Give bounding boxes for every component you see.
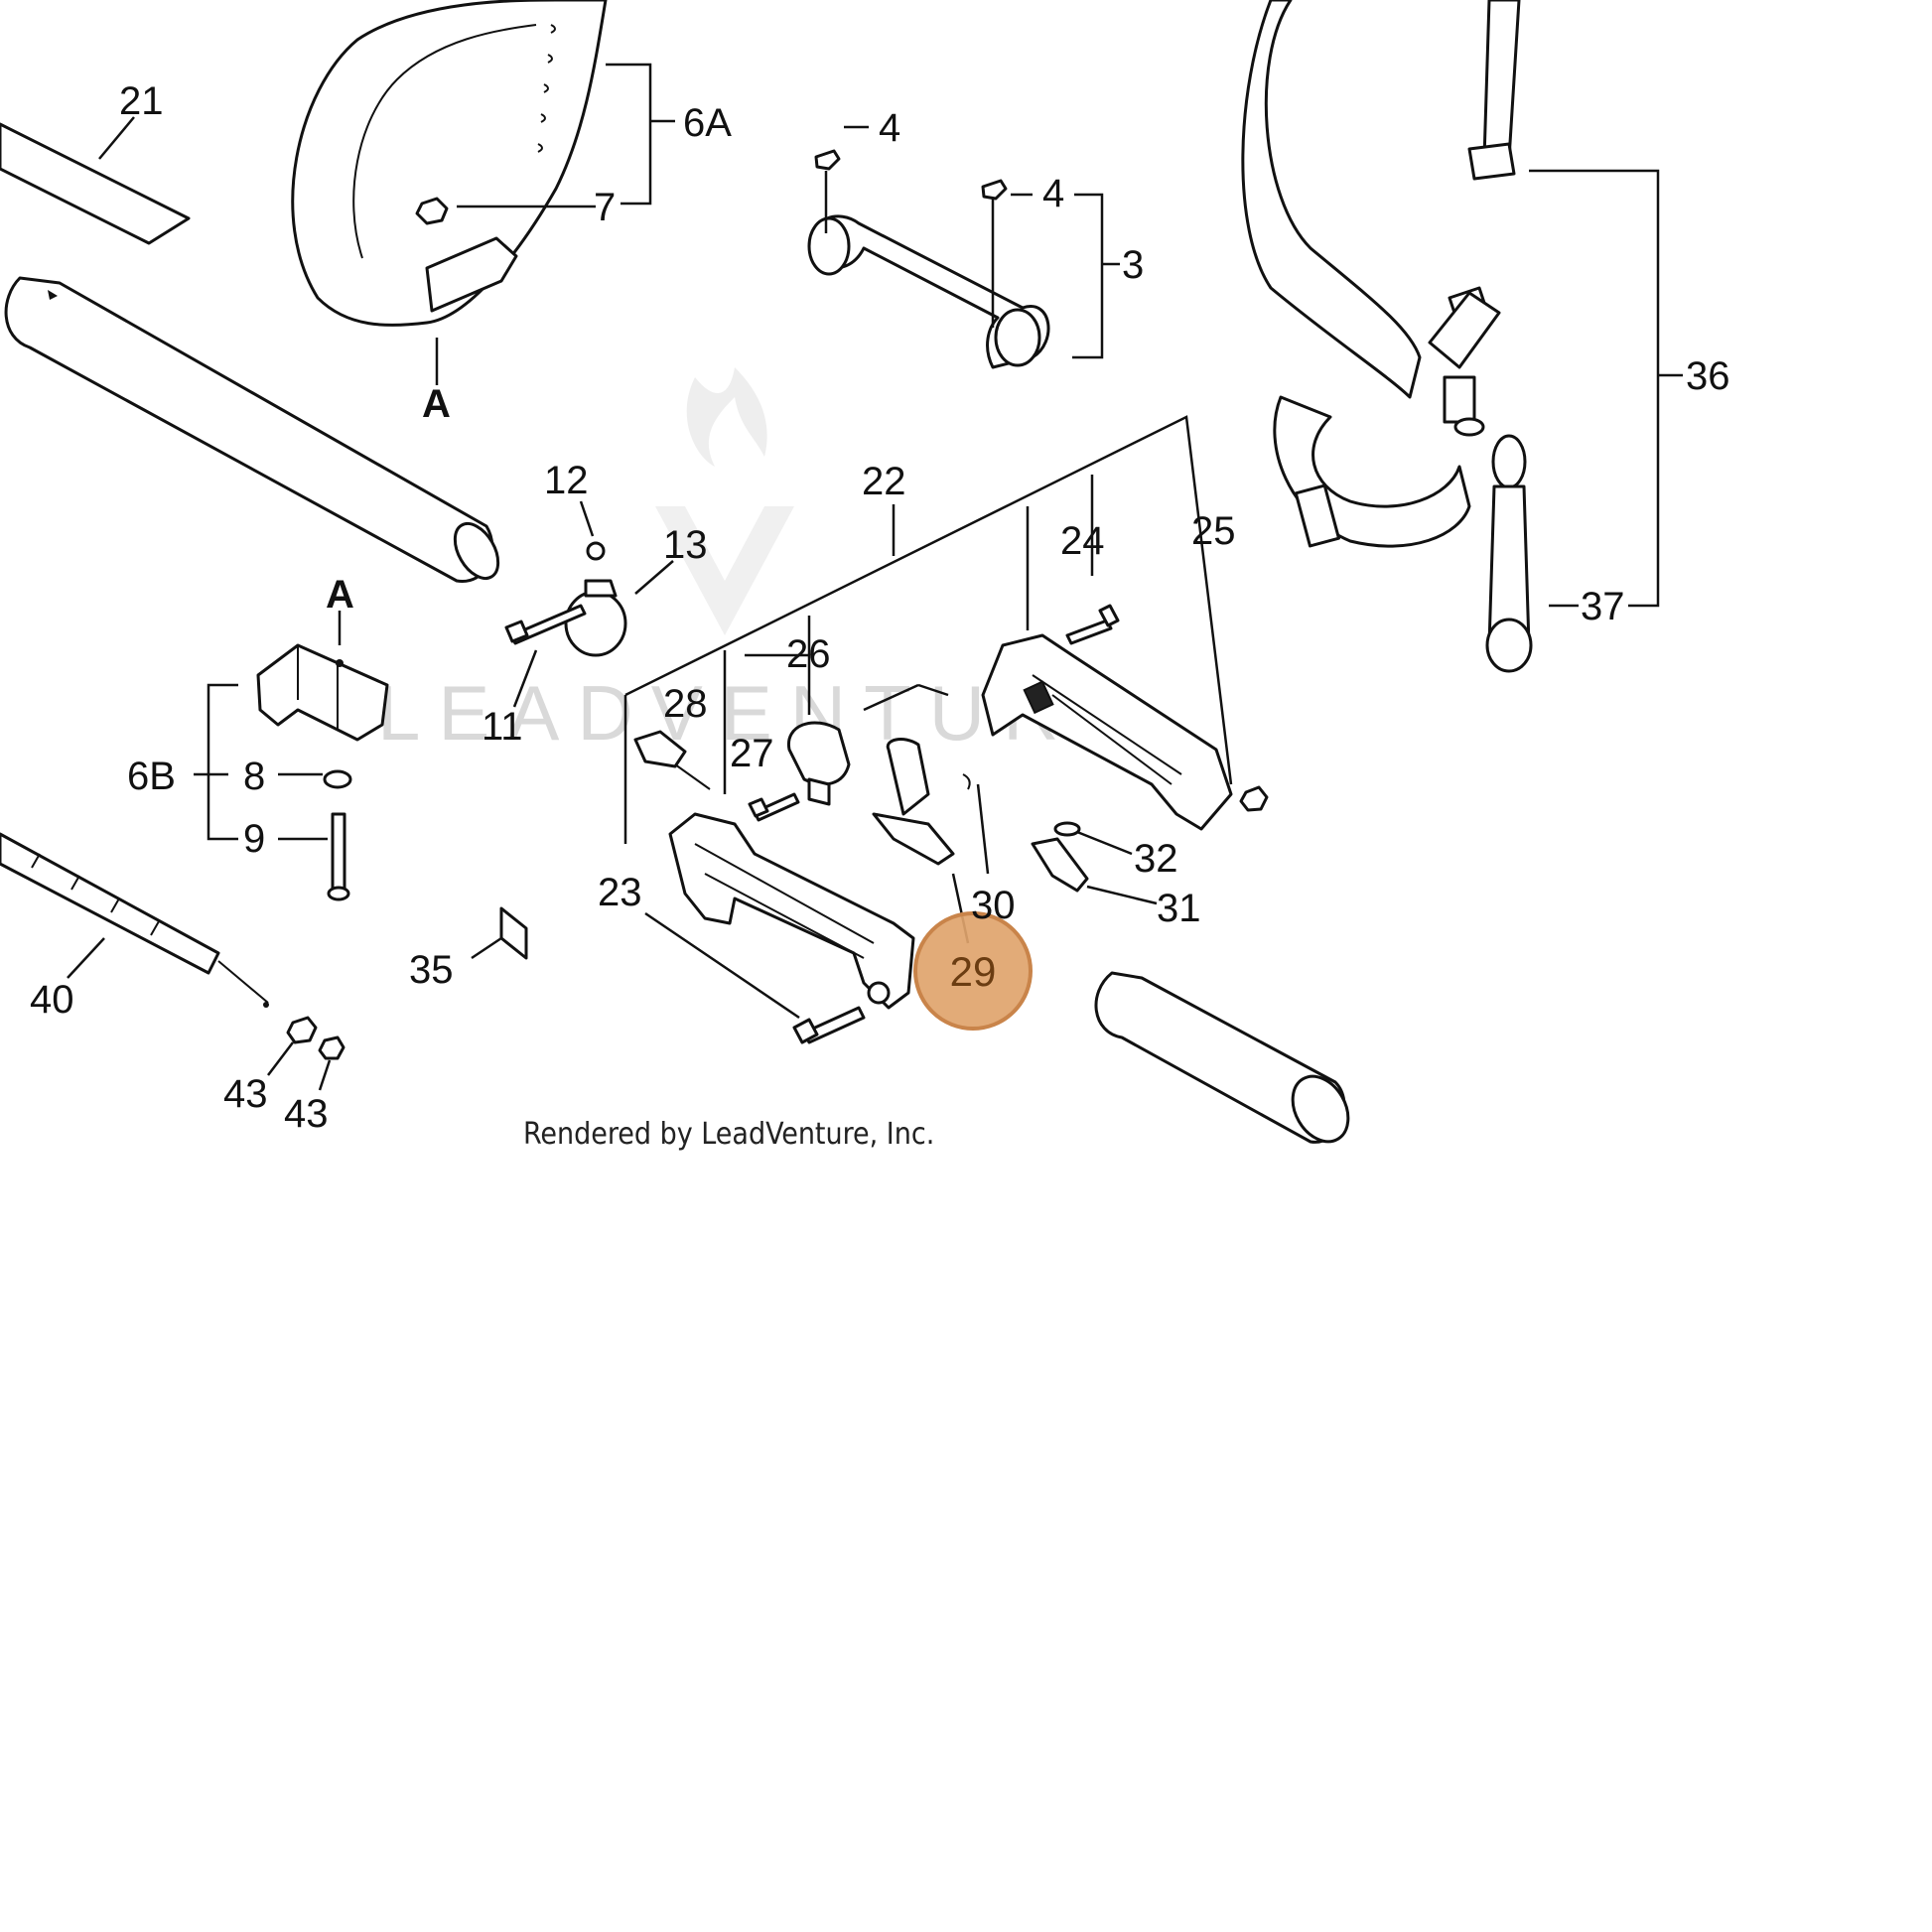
callout-30: 30 [971,884,1016,927]
callout-28: 28 [663,682,708,726]
callout-13: 13 [663,523,708,567]
callout-40: 40 [30,978,74,1022]
part-29-highlight-marker[interactable]: 29 [913,911,1033,1031]
part-6B-mount-block [256,643,389,901]
callout-11: 11 [482,705,523,749]
callout-8: 8 [243,755,265,798]
render-credit: Rendered by LeadVenture, Inc. [523,1117,934,1152]
part-43-nuts [286,1016,345,1060]
part-35-decal [499,906,528,960]
callout-43b: 43 [284,1092,329,1136]
callout-32: 32 [1134,837,1178,881]
part-25-nut [1239,785,1269,812]
callout-27: 27 [730,732,774,775]
callout-43a: 43 [223,1072,268,1116]
part-28-switch [633,730,711,790]
part-30-trigger [872,738,971,866]
callout-6B: 6B [127,755,176,798]
shaft-tube-upper [4,276,500,583]
callout-9: 9 [243,817,265,861]
part-40-throttle-cable [0,832,269,1008]
part-3-handle-bracket [807,149,1050,369]
callout-labels: 21 6A 7 A 4 4 3 36 37 12 13 11 22 24 25 … [30,79,1730,1136]
handle-housing-left [668,812,915,1010]
part-21-label-plate [0,122,191,245]
callout-A-top: A [422,382,451,426]
part-27-screw [748,792,800,822]
callout-36: 36 [1686,354,1730,398]
part-6A-loop-handle [291,0,608,327]
highlighted-part-label[interactable]: 29 [950,948,997,995]
callout-26: 26 [786,632,831,676]
callout-24: 24 [1060,519,1105,563]
callout-23: 23 [598,871,642,914]
watermark-logo [655,367,794,635]
callout-22: 22 [862,460,906,503]
part-31-lever [1031,837,1089,893]
part-23-bolt [792,1006,866,1044]
callout-4a: 4 [879,106,900,150]
callout-31: 31 [1157,887,1201,930]
callout-6A: 6A [683,101,732,145]
part-32-spring [1053,821,1081,837]
part-26-clip [787,721,851,806]
highlight-circle[interactable] [913,911,1033,1031]
handle-housing-right [981,633,1233,831]
callout-25: 25 [1191,509,1236,553]
callout-37: 37 [1581,585,1625,628]
callout-35: 35 [409,948,454,992]
callout-A-mid: A [326,573,354,617]
part-11-bolt [504,604,587,645]
callout-4b: 4 [1042,172,1064,215]
part-24-bolt [1065,604,1120,645]
part-13-clamp [564,541,627,657]
callout-21: 21 [119,79,164,123]
part-36-shoulder-harness [1241,0,1521,548]
callout-3: 3 [1122,243,1144,287]
grip-tube [1094,971,1350,1144]
part-37-link [1485,434,1533,673]
callout-12: 12 [544,459,589,502]
callout-7: 7 [594,186,616,229]
